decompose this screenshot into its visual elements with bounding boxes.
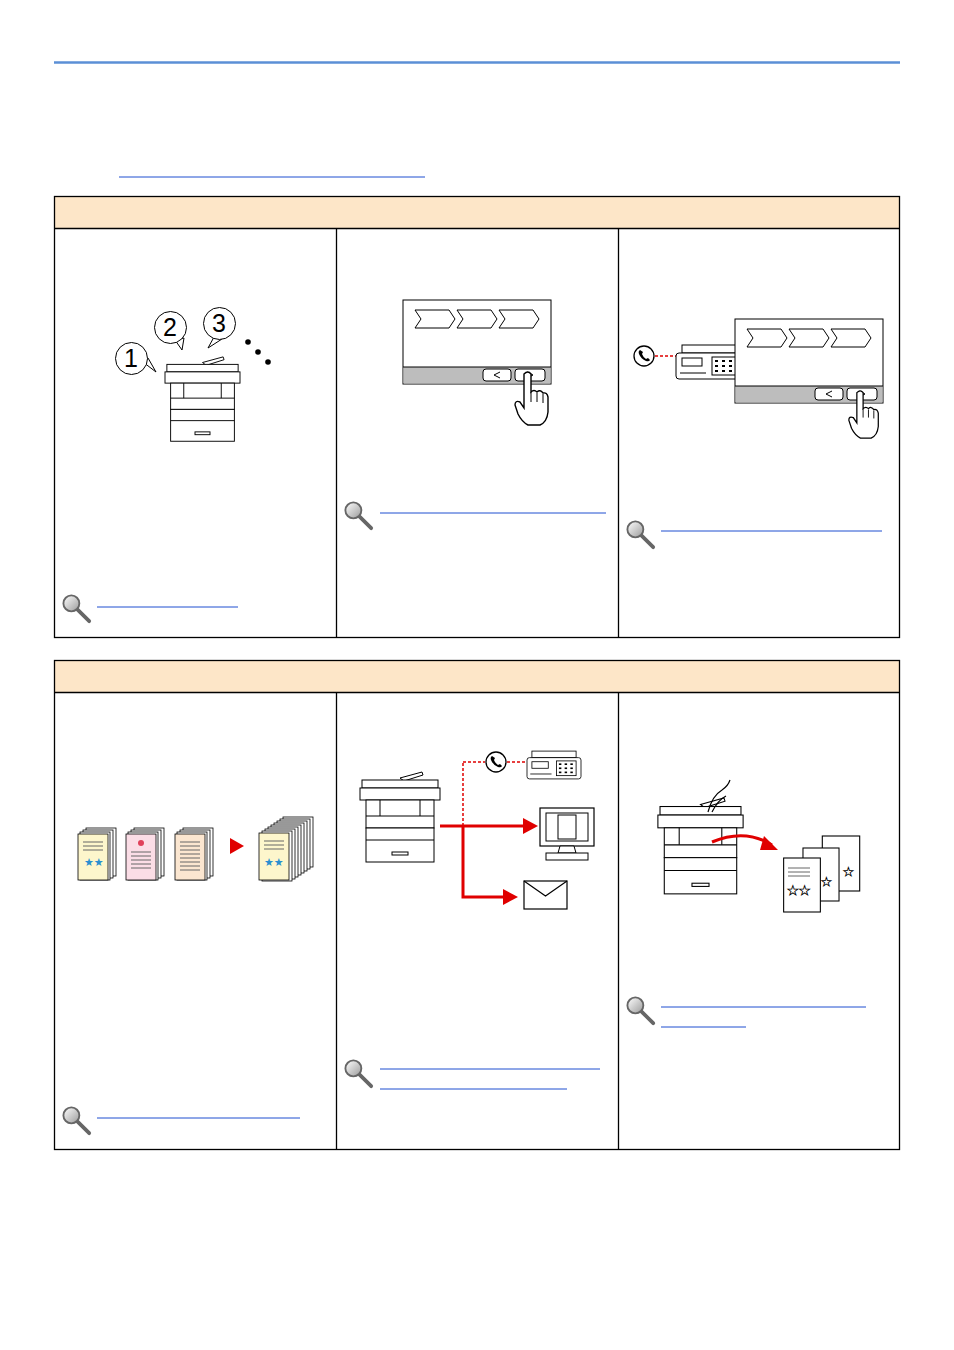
- callout-bubble: 3: [203, 307, 236, 340]
- svg-text:★★: ★★: [787, 883, 810, 898]
- svg-text:★: ★: [843, 865, 854, 879]
- callout-number: 2: [163, 315, 177, 340]
- callout-number: 3: [212, 311, 226, 336]
- callout-bubble: 2: [154, 311, 187, 344]
- callout-bubble: 1: [115, 342, 148, 375]
- svg-text:★: ★: [821, 875, 832, 889]
- callout-number: 1: [124, 346, 138, 371]
- svg-text:★★: ★★: [84, 856, 104, 869]
- svg-text:★★: ★★: [264, 856, 284, 869]
